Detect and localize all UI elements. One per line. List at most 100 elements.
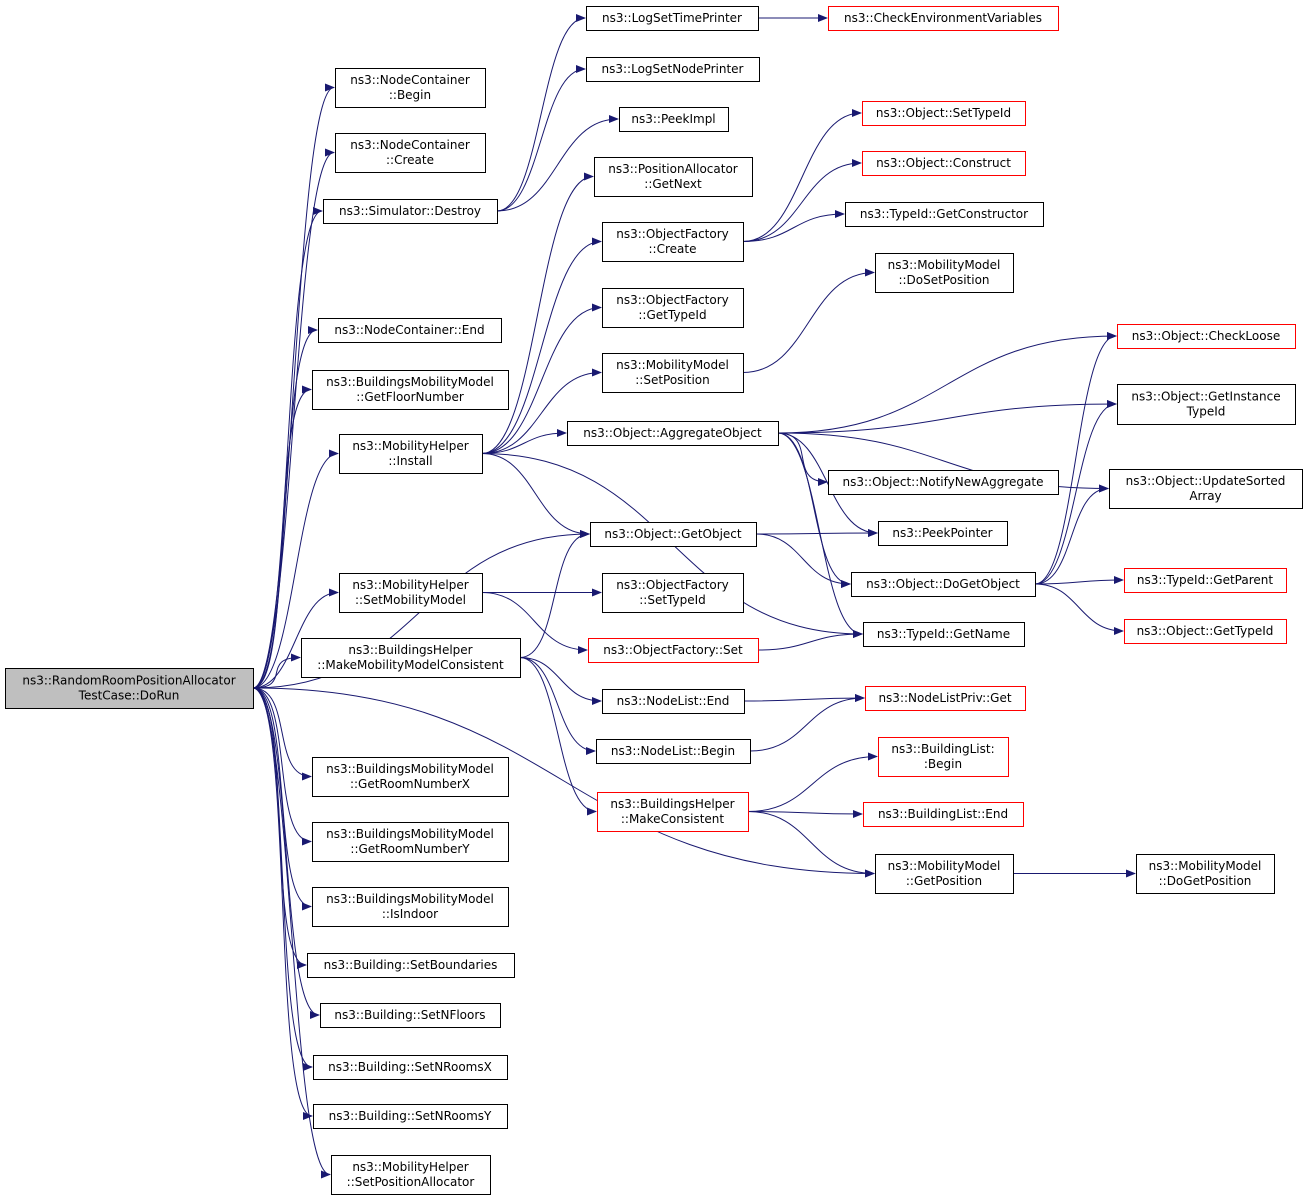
node-nc-end[interactable]: ns3::NodeContainer::End [318,318,502,343]
node-label-line: ns3::BuildingsMobilityModel [326,375,494,389]
node-label-line: ::GetRoomNumberY [350,842,470,856]
node-box [1124,568,1287,593]
edge-mm-setpos-to-mm-dosetpos [742,268,875,373]
node-obj-dogetobj[interactable]: ns3::Object::DoGetObject [851,572,1036,597]
node-sim-destroy[interactable]: ns3::Simulator::Destroy [323,199,498,224]
node-of-create[interactable]: ns3::ObjectFactory::Create [602,222,744,262]
node-box [875,253,1014,293]
node-label-line: ns3::MobilityHelper [352,578,468,592]
node-obj-construct[interactable]: ns3::Object::Construct [862,151,1026,176]
node-log-node[interactable]: ns3::LogSetNodePrinter [586,57,760,82]
edge-obj-dogetobj-to-obj-checkloose [1034,332,1117,585]
node-nl-begin[interactable]: ns3::NodeList::Begin [596,739,751,764]
edge-bh-mmmc-to-nl-end [519,657,602,705]
edge-root-to-sim-destroy [252,207,323,689]
node-of-settid[interactable]: ns3::ObjectFactory::SetTypeId [602,573,744,613]
node-mm-dogetpos[interactable]: ns3::MobilityModel::DoGetPosition [1136,854,1275,894]
node-label-line: ns3::Building::SetBoundaries [324,958,498,972]
node-peek-pointer[interactable]: ns3::PeekPointer [878,521,1008,546]
node-box [875,854,1014,894]
node-box [312,757,509,797]
node-label-line: ns3::ObjectFactory [616,293,729,307]
node-mh-setpa[interactable]: ns3::MobilityHelper::SetPositionAllocato… [331,1155,491,1195]
node-nc-create[interactable]: ns3::NodeContainer::Create [335,133,486,173]
edge-bh-mc-to-bl-begin [747,752,878,812]
node-box [851,572,1036,597]
edge-bh-mmmc-to-bh-mc [519,657,597,816]
edge-nl-end-to-nlp-get [743,694,865,703]
node-label-line: ns3::Object::SetTypeId [876,106,1011,120]
node-label-line: ns3::TypeId::GetName [877,627,1010,641]
node-box [863,622,1025,647]
node-box [865,686,1026,711]
node-log-time[interactable]: ns3::LogSetTimePrinter [586,6,759,31]
node-obj-settid[interactable]: ns3::Object::SetTypeId [862,101,1026,126]
node-box [335,133,486,173]
node-label-line: TypeId [1186,405,1226,419]
node-of-gettid[interactable]: ns3::ObjectFactory::GetTypeId [602,288,744,328]
node-tid-getname[interactable]: ns3::TypeId::GetName [863,622,1025,647]
node-box [586,6,759,31]
node-box [312,370,509,410]
node-box [320,1003,501,1028]
edge-nl-begin-to-nlp-get [749,694,865,752]
node-bl-begin[interactable]: ns3::BuildingList::Begin [878,737,1009,777]
node-mh-setmm[interactable]: ns3::MobilityHelper::SetMobilityModel [339,573,483,613]
node-nl-end[interactable]: ns3::NodeList::End [602,689,745,714]
node-bh-mc[interactable]: ns3::BuildingsHelper::MakeConsistent [597,792,749,832]
node-label-line: ns3::ObjectFactory [616,227,729,241]
node-mh-install[interactable]: ns3::MobilityHelper::Install [339,434,483,474]
node-obj-gettid[interactable]: ns3::Object::GetTypeId [1124,619,1287,644]
node-pa-next[interactable]: ns3::PositionAllocator::GetNext [594,157,753,197]
node-label-line: ns3::BuildingsMobilityModel [326,762,494,776]
node-nlp-get[interactable]: ns3::NodeListPriv::Get [865,686,1026,711]
node-b-nfloors[interactable]: ns3::Building::SetNFloors [320,1003,501,1028]
node-bmm-indoor[interactable]: ns3::BuildingsMobilityModel::IsIndoor [312,887,509,927]
node-mm-setpos[interactable]: ns3::MobilityModel::SetPosition [602,353,744,393]
node-peek-impl[interactable]: ns3::PeekImpl [619,107,729,132]
node-tid-getctor[interactable]: ns3::TypeId::GetConstructor [845,202,1044,227]
edge-of-set-to-tid-getname [757,630,863,651]
edge-of-create-to-tid-getctor [742,210,845,242]
node-root[interactable]: ns3::RandomRoomPositionAllocatorTestCase… [5,668,254,709]
node-bh-mmmc[interactable]: ns3::BuildingsHelper::MakeMobilityModelC… [301,638,521,678]
node-check-env[interactable]: ns3::CheckEnvironmentVariables [828,6,1059,31]
node-label-line: ns3::Building::SetNRoomsX [328,1060,492,1074]
node-box [828,470,1059,495]
node-bmm-roomy[interactable]: ns3::BuildingsMobilityModel::GetRoomNumb… [312,822,509,862]
edge-obj-getobj-to-obj-dogetobj [755,533,851,588]
node-label-line: ns3::Object::NotifyNewAggregate [843,475,1044,489]
node-obj-notify[interactable]: ns3::Object::NotifyNewAggregate [828,470,1059,495]
node-b-nroomsx[interactable]: ns3::Building::SetNRoomsX [313,1055,508,1080]
node-nc-begin[interactable]: ns3::NodeContainer::Begin [335,68,486,108]
node-mm-getpos[interactable]: ns3::MobilityModel::GetPosition [875,854,1014,894]
node-bl-end[interactable]: ns3::BuildingList::End [863,802,1024,827]
node-of-set[interactable]: ns3::ObjectFactory::Set [588,638,759,663]
node-obj-agg[interactable]: ns3::Object::AggregateObject [567,421,779,446]
edge-mh-setmm-to-of-set [481,592,588,654]
edge-root-to-mh-setmm [252,588,339,689]
node-tid-parent[interactable]: ns3::TypeId::GetParent [1124,568,1287,593]
node-b-nroomsy[interactable]: ns3::Building::SetNRoomsY [313,1104,508,1129]
node-obj-checkloose[interactable]: ns3::Object::CheckLoose [1117,324,1296,349]
node-box [862,101,1026,126]
node-mm-dosetpos[interactable]: ns3::MobilityModel::DoSetPosition [875,253,1014,293]
nodes-layer: ns3::RandomRoomPositionAllocatorTestCase… [5,6,1303,1195]
node-obj-getobj[interactable]: ns3::Object::GetObject [590,522,757,547]
node-bmm-floor[interactable]: ns3::BuildingsMobilityModel::GetFloorNum… [312,370,509,410]
node-label-line: ns3::Object::UpdateSorted [1126,474,1286,488]
node-b-bounds[interactable]: ns3::Building::SetBoundaries [307,953,515,978]
node-box [619,107,729,132]
node-label-line: ::DoGetPosition [1159,874,1252,888]
node-label-line: ns3::MobilityModel [888,258,1001,272]
node-box [567,421,779,446]
node-box [323,199,498,224]
node-label-line: ns3::MobilityHelper [352,1160,468,1174]
node-label-line: ns3::NodeContainer::End [334,323,484,337]
edge-obj-agg-to-obj-getinst [777,400,1117,434]
edge-sim-destroy-to-log-time [496,14,586,212]
node-bmm-roomx[interactable]: ns3::BuildingsMobilityModel::GetRoomNumb… [312,757,509,797]
edges-layer [252,14,1136,1179]
